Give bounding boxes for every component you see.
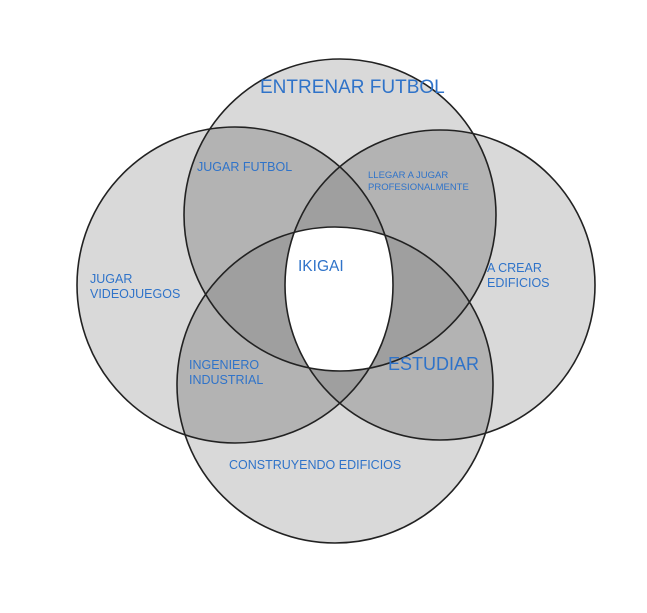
label-overlap-top-left: JUGAR FUTBOL <box>197 160 292 174</box>
label-center: IKIGAI <box>298 258 344 275</box>
label-overlap-bottom-left: INGENIERO INDUSTRIAL <box>189 358 263 387</box>
circle-outlines <box>76 58 596 544</box>
label-left-circle: JUGAR VIDEOJUEGOS <box>90 272 180 301</box>
outline-bottom <box>176 226 494 544</box>
outline-right <box>284 129 596 441</box>
labels: ENTRENAR FUTBOL JUGAR VIDEOJUEGOS A CREA… <box>90 77 550 472</box>
overlap-top-left-bottom <box>184 227 393 371</box>
outline-top <box>183 58 497 372</box>
label-right-circle: A CREAR EDIFICIOS <box>487 261 550 290</box>
overlap-top-right-bottom <box>285 227 493 371</box>
label-bottom-circle: CONSTRUYENDO EDIFICIOS <box>229 458 401 472</box>
label-top-circle: ENTRENAR FUTBOL <box>260 77 445 98</box>
overlap-left-right-bottom <box>285 227 393 440</box>
label-overlap-bottom-right: ESTUDIAR <box>388 354 479 374</box>
outline-left <box>76 126 394 444</box>
label-overlap-top-right: LLEGAR A JUGAR PROFESIONALMENTE <box>368 170 469 193</box>
